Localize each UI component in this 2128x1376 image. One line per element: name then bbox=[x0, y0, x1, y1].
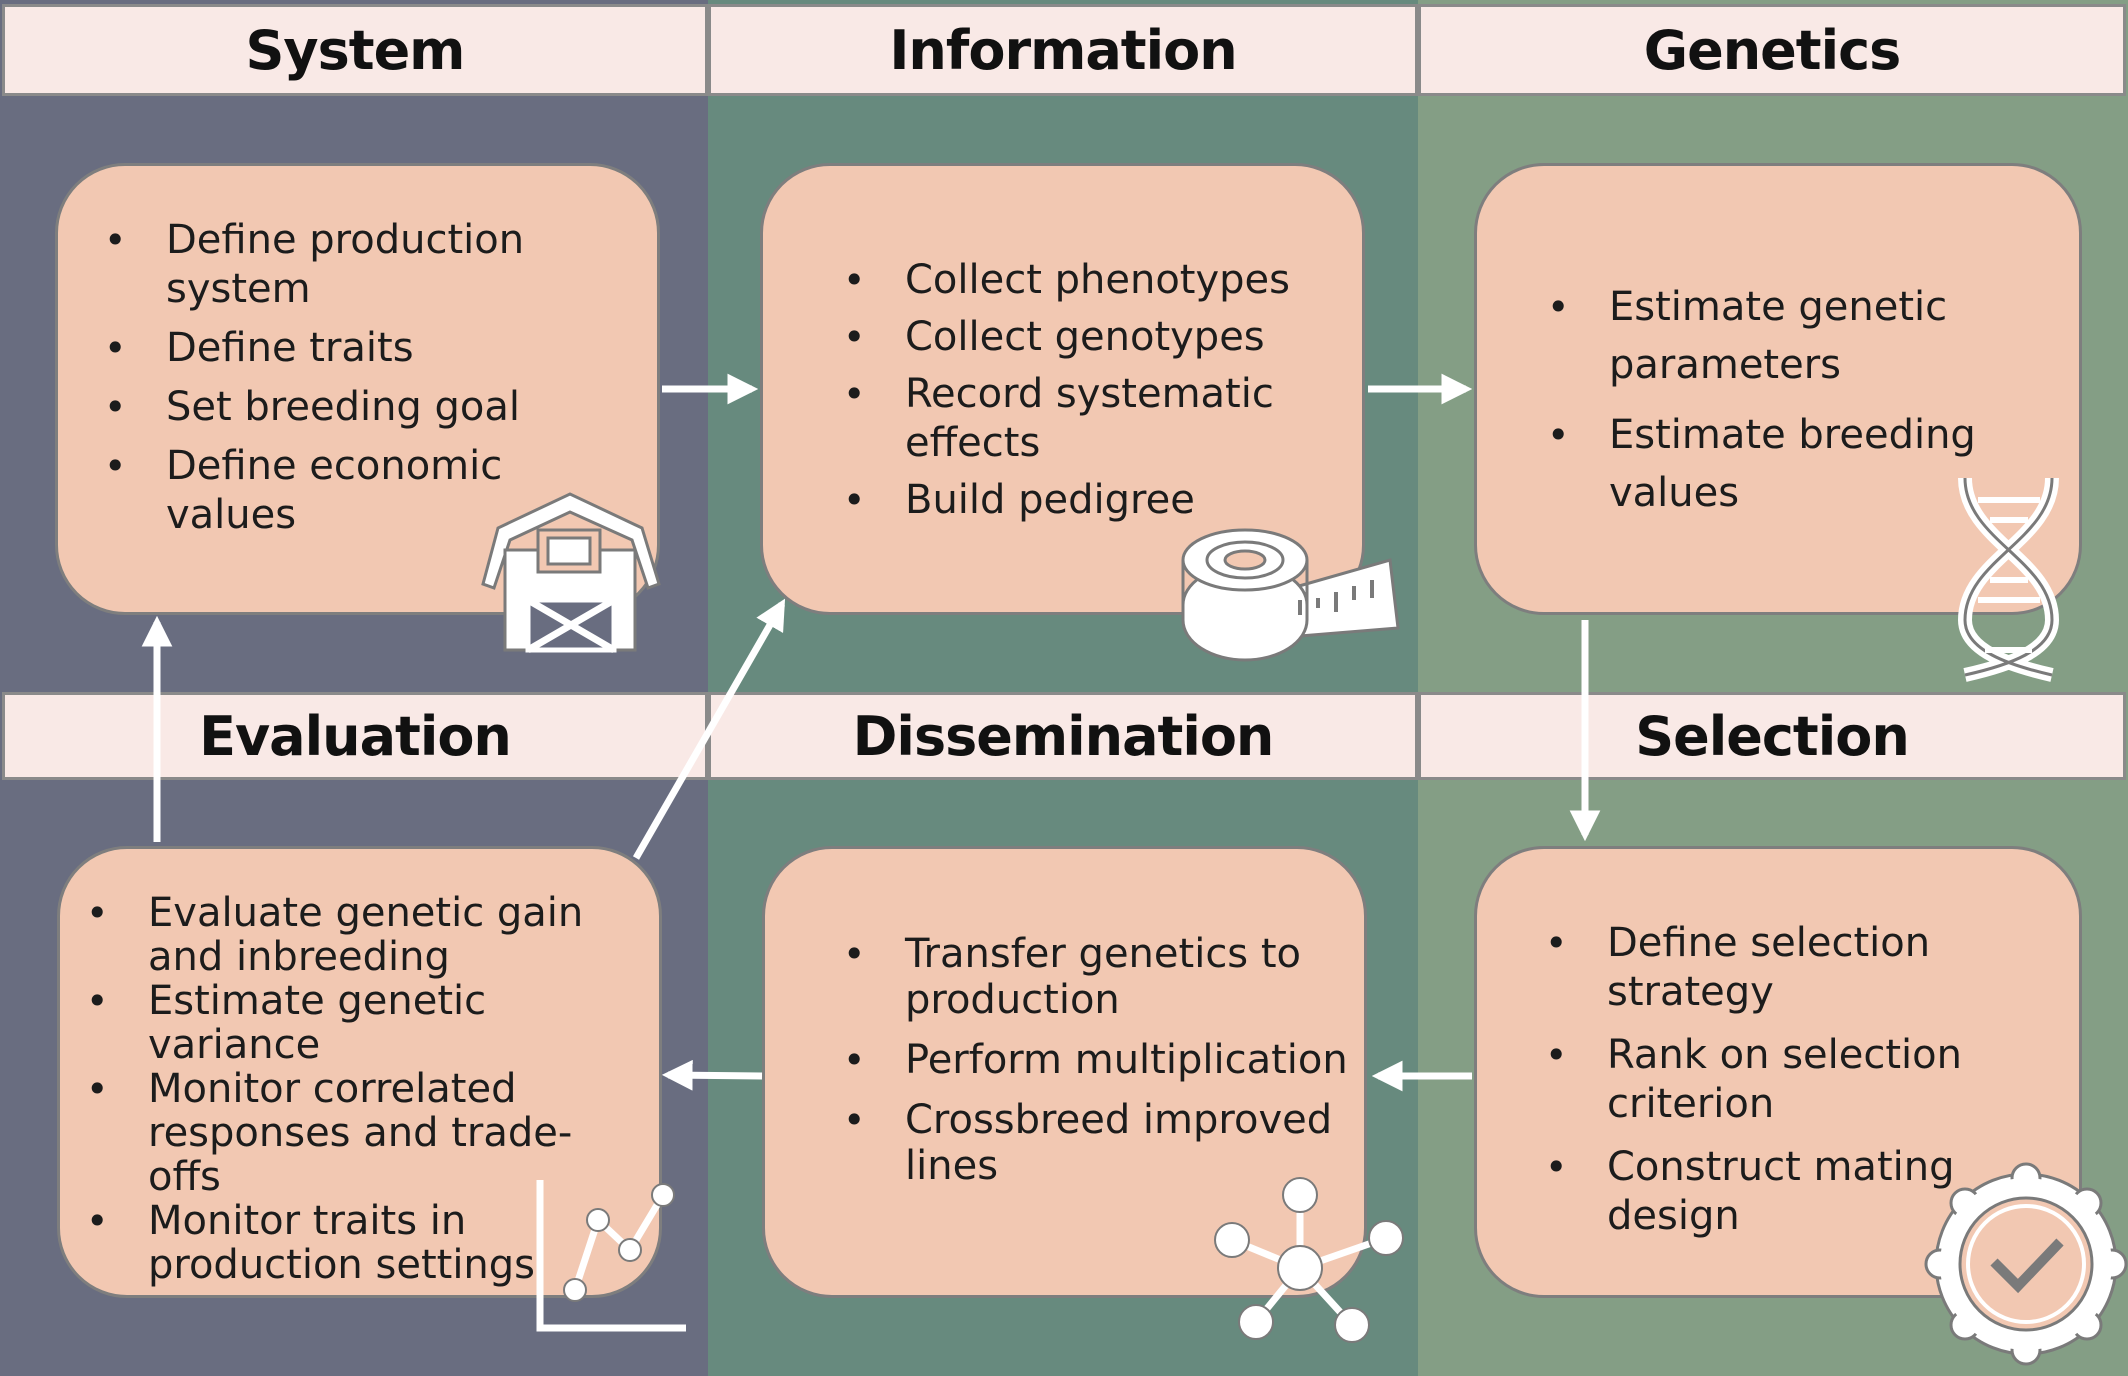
list-item: Rank on selection criterion bbox=[1545, 1031, 2007, 1129]
dissemination-title-band: Dissemination bbox=[708, 692, 1418, 780]
network-icon bbox=[1214, 1177, 1404, 1343]
measuring-tape-icon bbox=[1181, 528, 1400, 662]
list-item: Collect phenotypes bbox=[843, 256, 1343, 305]
list-item: Set breeding goal bbox=[104, 383, 624, 432]
list-item: Estimate genetic parameters bbox=[1547, 278, 2017, 394]
evaluation-title-band: Evaluation bbox=[2, 692, 708, 780]
list-item: Define economic values bbox=[104, 442, 526, 540]
selection-title: Selection bbox=[1635, 704, 1910, 768]
list-item: Define production system bbox=[104, 216, 624, 314]
list-item: Evaluate genetic gain and inbreeding bbox=[86, 891, 608, 979]
evaluation-title: Evaluation bbox=[199, 704, 512, 768]
genetics-list: Estimate genetic parameters Estimate bre… bbox=[1547, 278, 2017, 522]
selection-title-band: Selection bbox=[1418, 692, 2126, 780]
dissemination-title: Dissemination bbox=[852, 704, 1275, 768]
arrow-evaluation-to-information bbox=[632, 598, 786, 860]
list-item: Estimate breeding values bbox=[1547, 406, 2017, 522]
selection-list: Define selection strategy Rank on select… bbox=[1545, 919, 2015, 1241]
system-card: Define production system Define traits S… bbox=[55, 163, 660, 615]
badge-check-icon bbox=[1924, 1162, 2128, 1366]
information-title: Information bbox=[889, 18, 1237, 82]
list-item: Define traits bbox=[104, 324, 624, 373]
genetics-card: Estimate genetic parameters Estimate bre… bbox=[1474, 163, 2082, 615]
genetics-title-band: Genetics bbox=[1418, 4, 2126, 96]
information-title-band: Information bbox=[708, 4, 1418, 96]
list-item: Perform multiplication bbox=[843, 1037, 1363, 1083]
selection-card: Define selection strategy Rank on select… bbox=[1474, 846, 2082, 1298]
list-item: Crossbreed improved lines bbox=[843, 1097, 1345, 1189]
list-item: Monitor correlated responses and trade-o… bbox=[86, 1067, 626, 1199]
line-graph-icon bbox=[536, 1180, 686, 1332]
dna-icon bbox=[1957, 477, 2060, 682]
list-item: Monitor traits in production settings bbox=[86, 1199, 588, 1287]
evaluation-list: Evaluate genetic gain and inbreeding Est… bbox=[86, 891, 626, 1287]
list-item: Build pedigree bbox=[843, 476, 1343, 525]
information-list: Collect phenotypes Collect genotypes Rec… bbox=[843, 256, 1343, 525]
system-list: Define production system Define traits S… bbox=[104, 216, 624, 540]
list-item: Collect genotypes bbox=[843, 313, 1343, 362]
list-item: Estimate genetic variance bbox=[86, 979, 548, 1067]
barn-icon bbox=[481, 492, 661, 654]
system-title: System bbox=[245, 18, 466, 82]
dissemination-list: Transfer genetics to production Perform … bbox=[843, 931, 1363, 1189]
information-card: Collect phenotypes Collect genotypes Rec… bbox=[760, 163, 1365, 615]
list-item: Transfer genetics to production bbox=[843, 931, 1325, 1023]
evaluation-card: Evaluate genetic gain and inbreeding Est… bbox=[57, 846, 662, 1298]
list-item: Define selection strategy bbox=[1545, 919, 1967, 1017]
genetics-title: Genetics bbox=[1643, 18, 1901, 82]
list-item: Construct mating design bbox=[1545, 1143, 1987, 1241]
list-item: Record systematic effects bbox=[843, 370, 1285, 468]
system-title-band: System bbox=[2, 4, 708, 96]
arrow-dissemination-to-evaluation bbox=[661, 1059, 763, 1091]
dissemination-card: Transfer genetics to production Perform … bbox=[762, 846, 1367, 1298]
